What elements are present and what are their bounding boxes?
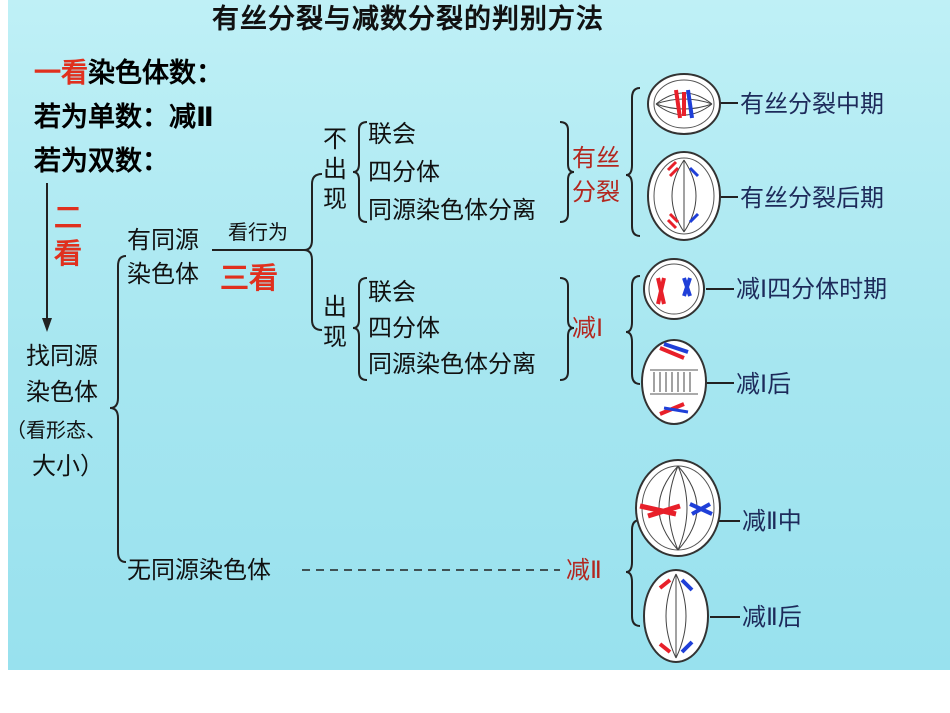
- result-meiosis2: 减Ⅱ: [566, 556, 602, 584]
- look1-text: 染色体数：: [88, 58, 223, 89]
- has-homologs-line2: 染色体: [127, 260, 199, 288]
- slide-background: [8, 0, 950, 670]
- stage-label-meiosis2-metaphase: 减Ⅱ中: [742, 507, 802, 535]
- behavior-bottom-separation: 同源染色体分离: [368, 350, 536, 378]
- cell-meiosis1-tetrad: [643, 258, 705, 320]
- behavior-top-separation: 同源染色体分离: [368, 196, 536, 224]
- stage-label-mitosis-anaphase: 有丝分裂后期: [740, 184, 884, 212]
- look2-label: 二看: [54, 201, 83, 270]
- find-homologs-line1: 找同源: [26, 342, 98, 370]
- cell-meiosis1-anaphase: [641, 339, 707, 425]
- no-homologs-label: 无同源染色体: [127, 556, 271, 584]
- behavior-top-tetrad: 四分体: [368, 158, 440, 186]
- appear-label: 出现: [323, 293, 347, 351]
- result-mitosis-line1: 有丝: [572, 144, 620, 172]
- find-homologs-line3: （看形态、: [6, 418, 106, 442]
- behavior-top-synapsis: 联会: [368, 120, 416, 148]
- find-homologs-line4: 大小）: [32, 452, 104, 480]
- stage-label-meiosis2-anaphase: 减Ⅱ后: [742, 603, 802, 631]
- result-mitosis-line2: 分裂: [572, 178, 620, 206]
- look1-prefix: 一看: [34, 58, 88, 89]
- stage-label-meiosis1-tetrad: 减Ⅰ四分体时期: [736, 275, 888, 303]
- behavior-bottom-tetrad: 四分体: [368, 314, 440, 342]
- not-appear-label: 不出现: [323, 125, 347, 213]
- cell-meiosis2-anaphase: [643, 569, 709, 663]
- stage-label-mitosis-metaphase: 有丝分裂中期: [740, 90, 884, 118]
- odd-count-line: 若为单数：减Ⅱ: [34, 102, 214, 133]
- step-one-line: 一看染色体数：: [34, 60, 223, 87]
- look-behavior-label: 看行为: [228, 220, 288, 244]
- page-title: 有丝分裂与减数分裂的判别方法: [212, 4, 604, 35]
- even-count-line: 若为双数：: [34, 146, 169, 177]
- behavior-bottom-synapsis: 联会: [368, 278, 416, 306]
- result-meiosis1: 减Ⅰ: [572, 314, 604, 342]
- find-homologs-line2: 染色体: [26, 378, 98, 406]
- cell-mitosis-anaphase: [647, 151, 721, 241]
- has-homologs-line1: 有同源: [127, 226, 199, 254]
- cell-meiosis2-metaphase: [635, 459, 721, 557]
- stage-label-meiosis1-anaphase: 减Ⅰ后: [736, 370, 792, 398]
- look3-label: 三看: [220, 261, 279, 295]
- cell-mitosis-metaphase: [647, 73, 721, 135]
